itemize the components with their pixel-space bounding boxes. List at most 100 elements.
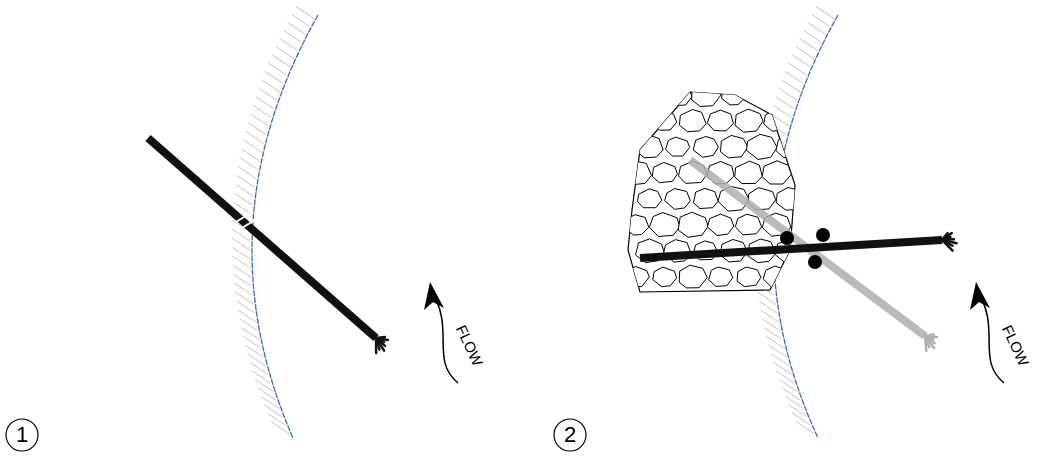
flow-arrow [432,292,458,383]
root [942,240,953,251]
hatch-stroke [779,88,797,100]
hatch-stroke [761,310,779,322]
hatch-stroke [248,123,266,135]
root [375,338,378,353]
hatch-stroke [248,354,266,366]
hatch-stroke [782,80,800,92]
hatch-stroke [785,396,803,408]
root [925,336,926,351]
hatch-stroke [812,14,830,26]
callout-circle-shape [554,419,586,451]
hatch-stroke [245,345,263,357]
flow-arrowhead [970,282,990,310]
hatch-stroke [280,38,298,50]
boulder [649,213,679,237]
hatch-stroke [240,319,258,331]
log-break [236,212,252,222]
boulder [709,267,733,286]
boulder [737,267,761,287]
flow-label: FLOW [453,322,487,368]
boulder [735,161,763,183]
hatch-stroke [241,328,259,340]
hatch-stroke [272,55,290,67]
boulder [692,83,721,107]
hatch-stroke [240,158,258,170]
hatch-stroke [796,47,814,59]
flow-arrowhead [424,282,444,310]
hatch-stroke [264,405,282,417]
anchor-pin [808,255,822,269]
hatch-stroke [258,388,276,400]
boulder [693,188,718,208]
boulder [746,134,777,159]
callout-circle-shape [6,419,38,451]
hatch-stroke [253,371,271,383]
boulder-pile [628,92,795,292]
boulder [721,135,748,157]
hatch-stroke [236,184,254,196]
boulder [776,135,804,157]
hatch-stroke [816,6,834,18]
hatch-stroke [776,97,794,109]
rootwad [376,337,388,353]
callout-circle: 2 [553,418,587,452]
hatch-stroke [785,72,803,84]
boulder [735,109,763,132]
boulder [637,135,664,157]
boulder [665,189,691,210]
hatch-stroke [288,22,306,34]
boulder [652,111,676,130]
hatch-stroke [792,55,810,67]
log-break [242,218,258,228]
flow-arrow [978,292,1004,383]
boulder [707,214,733,235]
boulder [663,83,692,106]
hatch-stroke [776,371,794,383]
hatch-stroke [764,328,782,340]
hatch-stroke [296,6,314,18]
hatch-stroke [265,71,283,83]
hatch-stroke [262,80,280,92]
hatch-stroke [244,140,262,152]
hatch-stroke [261,397,279,409]
boulder [777,84,803,105]
hatch-stroke [766,336,784,348]
boulder [624,267,649,287]
hatch-stroke [250,114,268,126]
hatch-stroke [238,167,256,179]
hatch-stroke [253,105,271,117]
boulder [693,136,718,157]
hatch-stroke [243,336,261,348]
hatch-stroke [804,30,822,42]
hatch-stroke [246,131,264,143]
hatch-stroke [779,380,797,392]
hatch-stroke [234,193,252,205]
hatch-stroke [773,105,791,117]
hatch-stroke [762,319,780,331]
boulder [707,110,733,131]
hatch-stroke [774,362,792,374]
boulder [776,188,803,211]
hatch-stroke [232,229,250,241]
log [148,138,376,338]
hatch-stroke [276,47,294,59]
hatch-stroke [237,175,255,187]
boulder [679,110,706,132]
hatch-stroke [292,14,310,26]
boulder [666,137,690,156]
flow-label: FLOW [999,322,1033,368]
hatch-stroke [808,22,826,34]
hatch-stroke [800,39,818,51]
callout-number: 1 [16,424,28,446]
boulder [638,189,662,208]
hatch-stroke [250,362,268,374]
boulder [678,212,708,237]
boulder [624,215,648,235]
boulder [623,109,651,132]
hatch-stroke [269,63,287,75]
boulder [762,161,791,184]
callout-number: 2 [564,424,576,446]
hatch-stroke [256,97,274,109]
boulder [735,214,761,235]
